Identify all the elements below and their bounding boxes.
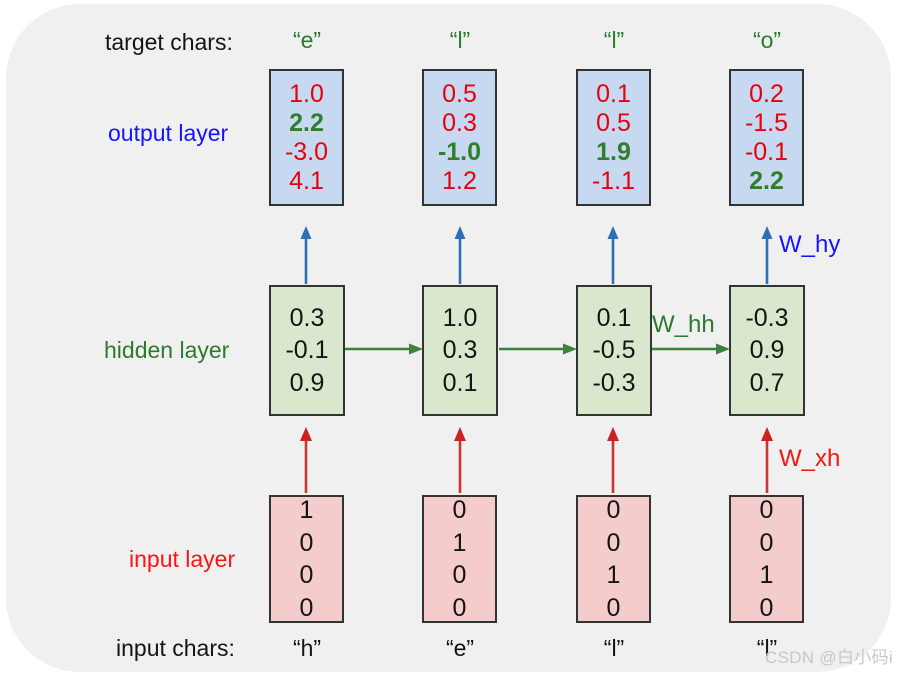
w-xh-label: W_xh bbox=[779, 445, 841, 472]
w-xh-arrow-2 bbox=[453, 427, 467, 493]
output-value: -1.5 bbox=[744, 108, 789, 137]
input-char-4: “l” bbox=[756, 635, 778, 661]
input-value: 1 bbox=[759, 561, 774, 589]
output-value: 0.5 bbox=[442, 79, 477, 108]
hidden-value: 0.3 bbox=[289, 303, 325, 332]
input-value: 0 bbox=[759, 528, 774, 557]
hidden-value: -0.3 bbox=[745, 303, 789, 332]
input-box-2: 0 1 0 0 bbox=[422, 495, 497, 623]
output-value: 4.1 bbox=[289, 166, 324, 195]
input-value: 1 bbox=[452, 528, 467, 557]
output-value: -0.1 bbox=[744, 137, 789, 166]
hidden-box-3: 0.1 -0.5 -0.3 bbox=[576, 285, 652, 416]
w-hh-arrow-3 bbox=[652, 342, 730, 356]
w-hy-arrow-1 bbox=[299, 226, 313, 284]
input-box-4: 0 0 1 0 bbox=[729, 495, 804, 623]
hidden-value: 0.9 bbox=[749, 336, 785, 365]
input-value: 0 bbox=[759, 496, 774, 524]
target-char-1: “e” bbox=[292, 27, 322, 53]
input-layer-label: input layer bbox=[129, 546, 236, 572]
input-char-3: “l” bbox=[603, 635, 625, 661]
hidden-box-1: 0.3 -0.1 0.9 bbox=[269, 285, 345, 416]
w-hy-arrow-3 bbox=[606, 226, 620, 284]
input-value: 1 bbox=[606, 561, 621, 589]
output-value: -1.1 bbox=[591, 166, 636, 195]
hidden-value: 0.1 bbox=[442, 368, 478, 397]
output-layer-label: output layer bbox=[108, 120, 229, 146]
target-char-3: “l” bbox=[603, 27, 625, 53]
hidden-value: -0.5 bbox=[592, 336, 636, 365]
input-char-1: “h” bbox=[292, 635, 322, 661]
input-value: 0 bbox=[452, 593, 467, 622]
output-value: 1.2 bbox=[442, 166, 477, 195]
hidden-value: 0.1 bbox=[596, 303, 632, 332]
target-char-2: “l” bbox=[449, 27, 471, 53]
input-box-3: 0 0 1 0 bbox=[576, 495, 651, 623]
w-xh-arrow-1 bbox=[299, 427, 313, 493]
input-value: 0 bbox=[452, 561, 467, 589]
output-value: -3.0 bbox=[284, 137, 329, 166]
target-char-4: “o” bbox=[752, 27, 782, 53]
input-value: 0 bbox=[299, 593, 314, 622]
output-value: 1.9 bbox=[596, 137, 631, 166]
output-value: 2.2 bbox=[749, 166, 784, 195]
w-xh-arrow-4 bbox=[760, 427, 774, 493]
output-box-2: 0.5 0.3 -1.0 1.2 bbox=[422, 69, 497, 206]
hidden-value: -0.1 bbox=[285, 336, 329, 365]
input-value: 0 bbox=[299, 561, 314, 589]
w-hh-arrow-1 bbox=[345, 342, 423, 356]
output-box-3: 0.1 0.5 1.9 -1.1 bbox=[576, 69, 651, 206]
output-value: 2.2 bbox=[289, 108, 324, 137]
input-box-1: 1 0 0 0 bbox=[269, 495, 344, 623]
w-hy-arrow-4 bbox=[760, 226, 774, 284]
watermark-text: CSDN @白小码i bbox=[765, 648, 893, 667]
input-value: 0 bbox=[452, 496, 467, 524]
hidden-value: -0.3 bbox=[592, 368, 636, 397]
output-value: 0.3 bbox=[442, 108, 477, 137]
target-chars-label: target chars: bbox=[105, 29, 233, 55]
w-hh-arrow-2 bbox=[499, 342, 577, 356]
input-value: 0 bbox=[606, 496, 621, 524]
output-box-1: 1.0 2.2 -3.0 4.1 bbox=[269, 69, 344, 206]
input-value: 0 bbox=[606, 528, 621, 557]
w-hy-label: W_hy bbox=[779, 231, 841, 258]
output-value: 0.5 bbox=[596, 108, 631, 137]
hidden-value: 0.9 bbox=[289, 368, 325, 397]
hidden-box-2: 1.0 0.3 0.1 bbox=[422, 285, 498, 416]
hidden-layer-label: hidden layer bbox=[104, 337, 230, 363]
hidden-box-4: -0.3 0.9 0.7 bbox=[729, 285, 805, 416]
hidden-value: 1.0 bbox=[442, 303, 478, 332]
input-value: 1 bbox=[299, 496, 314, 524]
w-xh-arrow-3 bbox=[606, 427, 620, 493]
output-value: -1.0 bbox=[437, 137, 482, 166]
input-char-2: “e” bbox=[445, 635, 475, 661]
hidden-value: 0.7 bbox=[749, 368, 785, 397]
output-value: 1.0 bbox=[289, 79, 324, 108]
input-chars-label: input chars: bbox=[116, 635, 235, 661]
input-value: 0 bbox=[299, 528, 314, 557]
input-value: 0 bbox=[759, 593, 774, 622]
w-hy-arrow-2 bbox=[453, 226, 467, 284]
output-value: 0.2 bbox=[749, 79, 784, 108]
w-hh-label: W_hh bbox=[652, 311, 715, 338]
output-value: 0.1 bbox=[596, 79, 631, 108]
input-value: 0 bbox=[606, 593, 621, 622]
hidden-value: 0.3 bbox=[442, 336, 478, 365]
output-box-4: 0.2 -1.5 -0.1 2.2 bbox=[729, 69, 804, 206]
